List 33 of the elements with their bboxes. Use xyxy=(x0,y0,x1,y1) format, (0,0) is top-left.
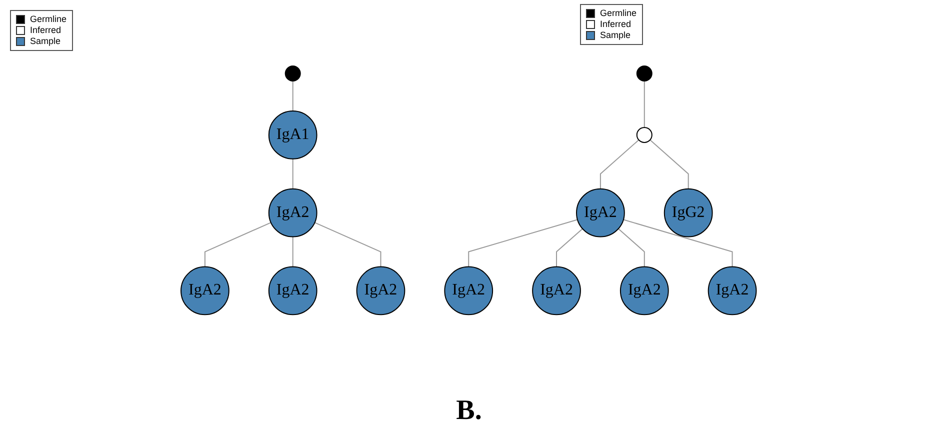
node-circle xyxy=(285,65,302,82)
legend-label: Germline xyxy=(600,8,637,19)
node-circle: IgA1 xyxy=(268,110,318,160)
node-circle: IgA2 xyxy=(620,266,670,315)
connector xyxy=(600,139,640,190)
connector xyxy=(650,139,690,190)
connector xyxy=(292,158,294,190)
connector xyxy=(292,236,294,267)
node-circle: IgA2 xyxy=(180,266,230,315)
node-circle xyxy=(636,126,653,143)
connector xyxy=(314,222,382,267)
node-circle: IgA2 xyxy=(268,266,318,315)
legend-label: Sample xyxy=(30,36,61,47)
caption: B. xyxy=(455,395,483,427)
connector xyxy=(623,218,734,267)
node-circle xyxy=(636,65,653,82)
connector xyxy=(204,222,272,267)
node-circle: IgA2 xyxy=(444,266,494,315)
connector xyxy=(292,80,294,112)
node-circle: IgA2 xyxy=(532,266,582,315)
node-circle: IgA2 xyxy=(576,188,626,237)
legend-label: Inferred xyxy=(30,25,62,36)
connector xyxy=(644,80,646,128)
node-circle: IgA2 xyxy=(708,266,758,315)
node-circle: IgA2 xyxy=(356,266,406,315)
node-circle: IgG2 xyxy=(664,188,714,237)
node-circle: IgA2 xyxy=(268,188,318,237)
connector xyxy=(556,228,584,267)
legend-label: Inferred xyxy=(600,19,632,30)
connector xyxy=(468,218,578,267)
legend-label: Germline xyxy=(30,14,67,25)
connector xyxy=(618,228,646,267)
legend-label: Sample xyxy=(600,30,631,41)
